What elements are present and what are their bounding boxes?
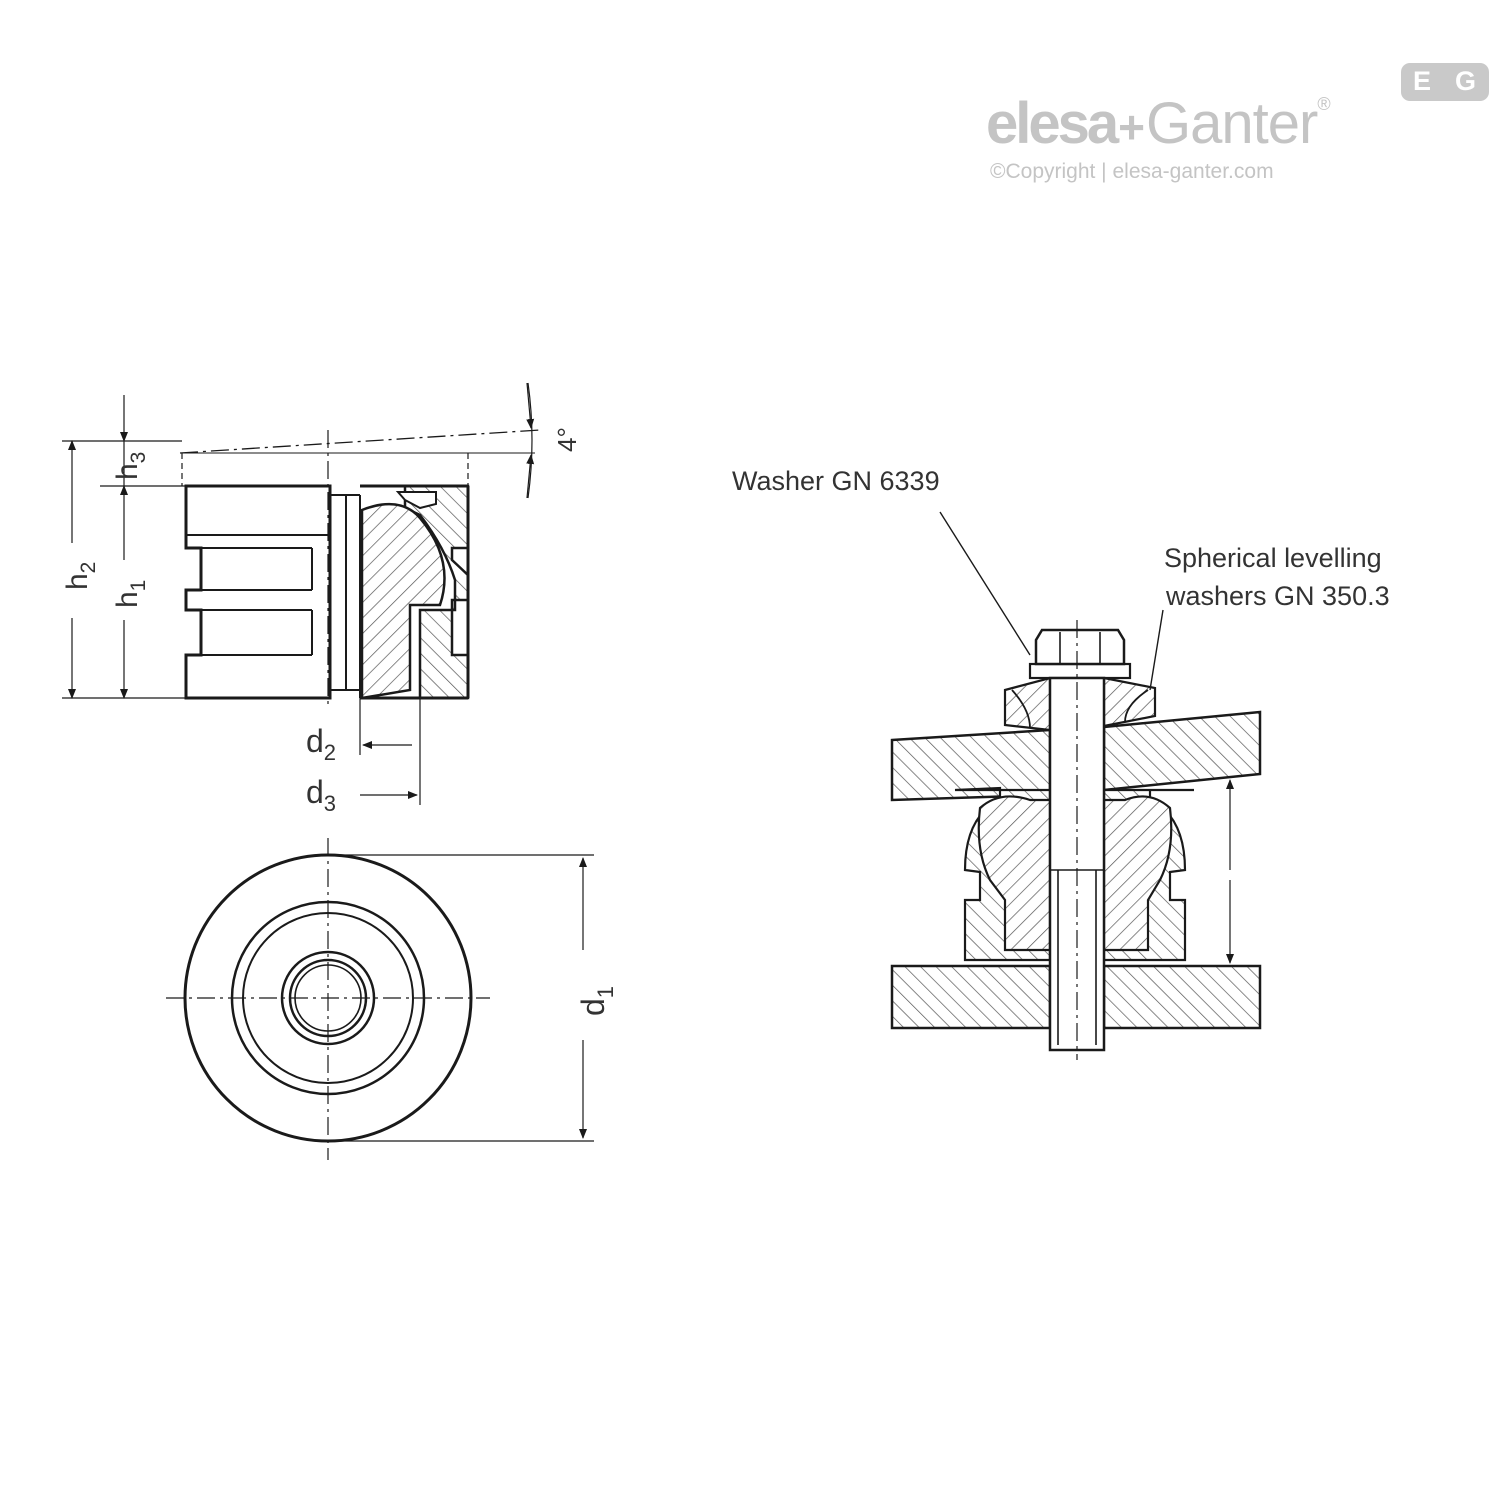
callout-spherical-line2: washers GN 350.3 xyxy=(1165,581,1390,611)
callout-washer: Washer GN 6339 xyxy=(732,466,940,496)
side-view-labels: h2 h1 h3 4° d2 d3 xyxy=(61,427,582,816)
brand-part-2: Ganter xyxy=(1146,91,1318,156)
washer-gn-6339 xyxy=(1028,662,1132,680)
badge-letter-e: E xyxy=(1413,66,1432,96)
upper-plate-right xyxy=(1102,710,1262,792)
side-view xyxy=(62,382,541,805)
lower-plate-left xyxy=(890,964,1052,1030)
bolt-shank xyxy=(1048,676,1106,1052)
bolt-head xyxy=(1034,628,1126,666)
lower-plate-right xyxy=(1102,964,1262,1030)
label-h2: h2 xyxy=(61,562,100,590)
leader-spherical xyxy=(1149,609,1164,691)
spherical-washer-left xyxy=(1003,676,1052,732)
brand-part-1: elesa xyxy=(986,91,1119,156)
brand-registered-mark: ® xyxy=(1317,94,1330,114)
spherical-core-right xyxy=(1102,795,1173,952)
copyright-notice: ©Copyright | elesa-ganter.com xyxy=(990,160,1274,183)
assembly-view xyxy=(890,511,1262,1060)
badge-letter-g: G xyxy=(1455,66,1477,96)
brand-plus: + xyxy=(1118,101,1145,153)
label-h1: h1 xyxy=(111,580,150,608)
label-d1: d1 xyxy=(575,986,618,1016)
section-spherical-core xyxy=(360,502,446,700)
eg-badge-logo: E G xyxy=(1401,63,1489,101)
top-view xyxy=(166,838,594,1160)
callout-spherical-line1: Spherical levelling xyxy=(1164,543,1382,573)
label-angle: 4° xyxy=(552,427,582,452)
brand-wordmark: elesa+Ganter® xyxy=(986,94,1331,153)
label-d3: d3 xyxy=(306,774,336,816)
spherical-washer-right xyxy=(1102,676,1157,728)
label-d2: d2 xyxy=(306,723,336,765)
tilt-line xyxy=(179,429,541,454)
leader-washer xyxy=(939,511,1031,656)
spherical-core-left xyxy=(977,795,1052,952)
label-h3: h3 xyxy=(111,452,150,480)
body-outline-left xyxy=(184,484,332,700)
section-outer-ring xyxy=(403,484,470,700)
